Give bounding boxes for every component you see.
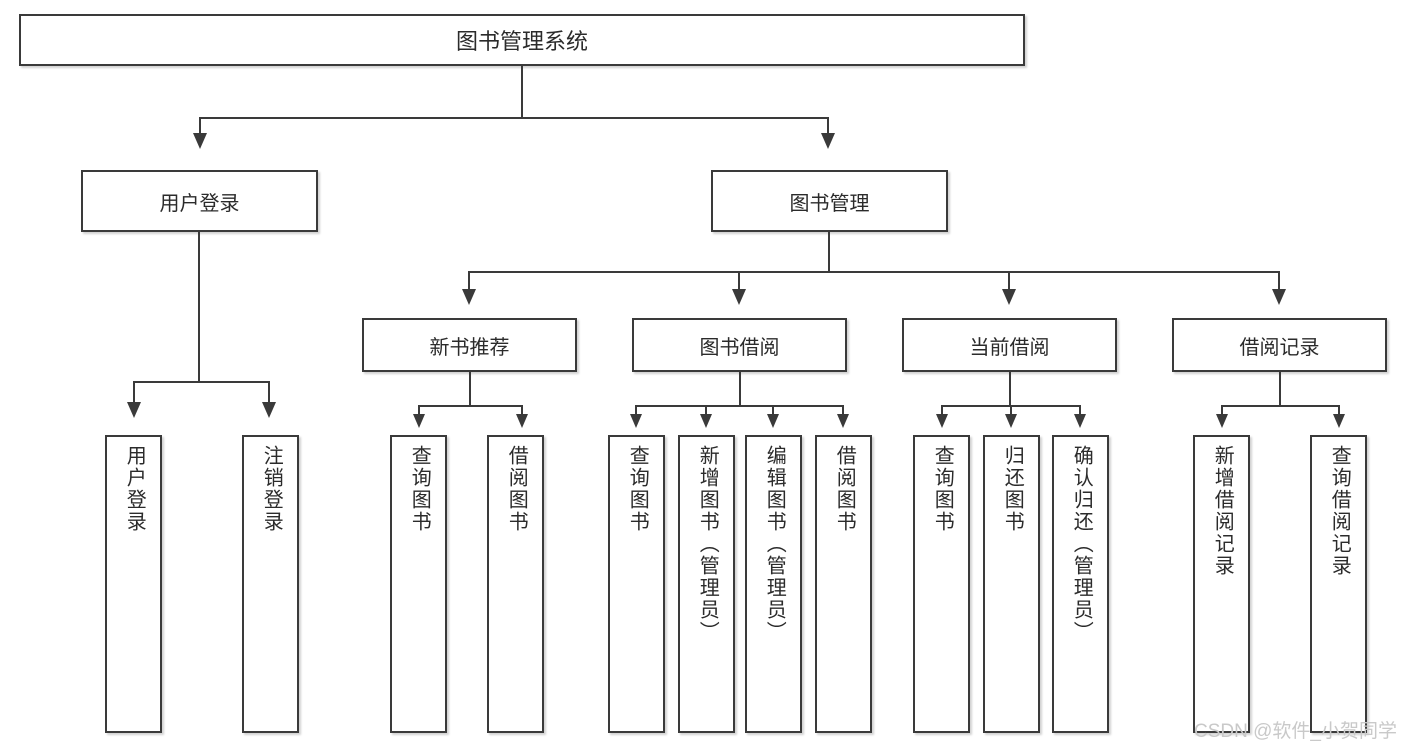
leaf-label: 新增借阅记录 <box>1211 445 1234 577</box>
arrow-to-leaf-query-book-c <box>936 414 948 428</box>
node-label: 图书管理 <box>789 192 870 215</box>
leaf-query-book-recommend[interactable]: 查询图书 <box>390 435 447 733</box>
arrow-to-leaf-borrow-book-a <box>516 414 528 428</box>
leaf-borrow-book-recommend[interactable]: 借阅图书 <box>487 435 544 733</box>
leaf-confirm-return-admin[interactable]: 确认归还（管理员） <box>1052 435 1109 733</box>
leaf-query-book-current[interactable]: 查询图书 <box>913 435 970 733</box>
node-label: 新书推荐 <box>429 336 510 359</box>
connector-book-borrow-drop-2 <box>705 405 707 417</box>
connector-current-borrow-drop-3 <box>1079 405 1081 417</box>
connector-book-borrow-bus <box>635 405 844 407</box>
node-book-borrow[interactable]: 图书借阅 <box>632 318 847 372</box>
connector-borrow-record-drop-1 <box>1221 405 1223 417</box>
arrow-to-user-login <box>193 133 207 149</box>
connector-borrow-record-bus <box>1221 405 1340 407</box>
node-label: 图书管理系统 <box>455 29 588 54</box>
node-new-book-recommend[interactable]: 新书推荐 <box>362 318 577 372</box>
connector-user-login-stem <box>198 232 200 382</box>
arrow-to-current-borrow <box>1002 289 1016 305</box>
leaf-label: 借阅图书 <box>505 445 528 533</box>
arrow-to-leaf-query-record <box>1333 414 1345 428</box>
connector-book-borrow-drop-3 <box>772 405 774 417</box>
arrow-to-leaf-add-book <box>700 414 712 428</box>
connector-new-book-drop-2 <box>521 405 523 417</box>
connector-level1-bus <box>199 117 829 119</box>
connector-user-login-leaf2-drop <box>268 381 270 406</box>
arrow-to-leaf-query-book-a <box>413 414 425 428</box>
leaf-label: 查询图书 <box>931 445 954 533</box>
connector-level1-right-drop <box>827 117 829 137</box>
leaf-label: 确认归还（管理员） <box>1070 445 1093 643</box>
leaf-query-book-borrow[interactable]: 查询图书 <box>608 435 665 733</box>
node-label: 当前借阅 <box>969 336 1050 359</box>
leaf-user-login[interactable]: 用户登录 <box>105 435 162 733</box>
leaf-add-borrow-record[interactable]: 新增借阅记录 <box>1193 435 1250 733</box>
arrow-to-leaf-confirm-return <box>1074 414 1086 428</box>
connector-root-stem <box>521 66 523 118</box>
arrow-to-leaf-add-record <box>1216 414 1228 428</box>
connector-new-book-bus <box>418 405 522 407</box>
connector-level1-left-drop <box>199 117 201 137</box>
node-label: 用户登录 <box>159 192 240 215</box>
connector-current-borrow-drop-1 <box>941 405 943 417</box>
node-user-login[interactable]: 用户登录 <box>81 170 318 232</box>
leaf-label: 编辑图书（管理员） <box>763 445 786 643</box>
connector-user-login-leaf1-drop <box>133 381 135 406</box>
arrow-to-borrow-record <box>1272 289 1286 305</box>
leaf-query-borrow-record[interactable]: 查询借阅记录 <box>1310 435 1367 733</box>
node-label: 图书借阅 <box>699 336 780 359</box>
leaf-borrow-book[interactable]: 借阅图书 <box>815 435 872 733</box>
connector-borrow-record-drop-2 <box>1338 405 1340 417</box>
arrow-to-leaf-query-book-b <box>630 414 642 428</box>
node-root-book-management-system[interactable]: 图书管理系统 <box>19 14 1025 66</box>
leaf-label: 借阅图书 <box>833 445 856 533</box>
connector-book-borrow-drop-4 <box>842 405 844 417</box>
leaf-label: 查询图书 <box>408 445 431 533</box>
connector-level2-bus <box>468 271 1280 273</box>
leaf-label: 查询图书 <box>626 445 649 533</box>
leaf-label: 查询借阅记录 <box>1328 445 1351 577</box>
connector-book-borrow-stem <box>739 372 741 406</box>
leaf-label: 注销登录 <box>260 445 283 533</box>
leaf-return-book[interactable]: 归还图书 <box>983 435 1040 733</box>
leaf-label: 用户登录 <box>123 445 146 533</box>
leaf-label: 新增图书（管理员） <box>696 445 719 643</box>
arrow-to-book-borrow <box>732 289 746 305</box>
arrow-to-new-book-recommend <box>462 289 476 305</box>
connector-book-management-stem <box>828 232 830 272</box>
arrow-to-leaf-logout <box>262 402 276 418</box>
arrow-to-leaf-borrow-book-b <box>837 414 849 428</box>
leaf-add-book-admin[interactable]: 新增图书（管理员） <box>678 435 735 733</box>
leaf-edit-book-admin[interactable]: 编辑图书（管理员） <box>745 435 802 733</box>
connector-current-borrow-drop-2 <box>1010 405 1012 417</box>
node-label: 借阅记录 <box>1239 336 1320 359</box>
leaf-label: 归还图书 <box>1001 445 1024 533</box>
node-book-management[interactable]: 图书管理 <box>711 170 948 232</box>
connector-level2-drop-4 <box>1278 271 1280 293</box>
connector-book-borrow-drop-1 <box>635 405 637 417</box>
watermark-text: CSDN @软件_小贺同学 <box>1194 721 1397 742</box>
connector-new-book-stem <box>469 372 471 406</box>
arrow-to-leaf-edit-book <box>767 414 779 428</box>
connector-level2-drop-1 <box>468 271 470 293</box>
connector-user-login-bus <box>133 381 269 383</box>
connector-borrow-record-stem <box>1279 372 1281 406</box>
connector-current-borrow-stem <box>1009 372 1011 406</box>
node-current-borrow[interactable]: 当前借阅 <box>902 318 1117 372</box>
node-borrow-record[interactable]: 借阅记录 <box>1172 318 1387 372</box>
arrow-to-book-management <box>821 133 835 149</box>
connector-new-book-drop-1 <box>418 405 420 417</box>
arrow-to-leaf-return-book <box>1005 414 1017 428</box>
arrow-to-leaf-user-login <box>127 402 141 418</box>
connector-level2-drop-2 <box>738 271 740 293</box>
leaf-logout[interactable]: 注销登录 <box>242 435 299 733</box>
connector-level2-drop-3 <box>1008 271 1010 293</box>
